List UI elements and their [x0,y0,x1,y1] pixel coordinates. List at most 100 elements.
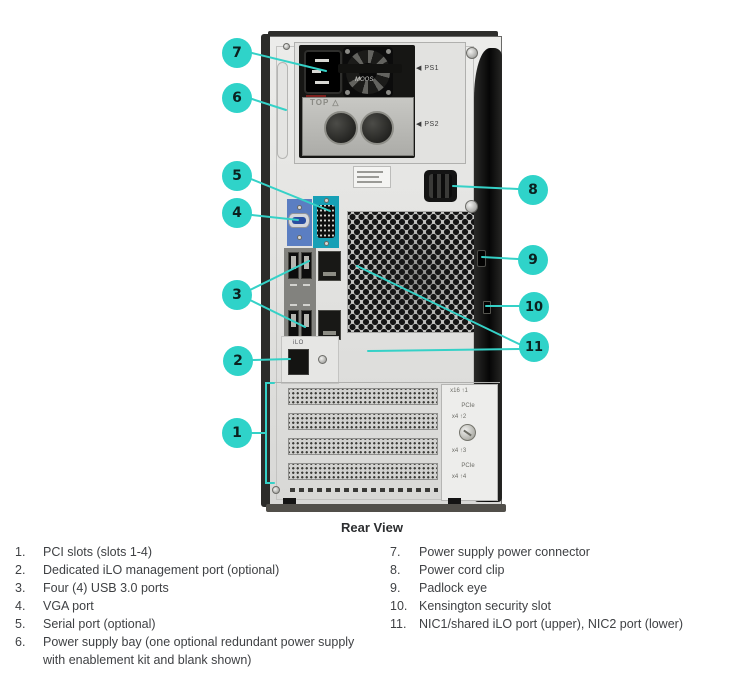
legend-item-10: 10. Kensington security slot [372,597,744,615]
chassis-foot [283,498,296,504]
pci-slot-cover-1 [288,388,438,405]
legend-label: Serial port (optional) [43,617,156,631]
legend-number: 3. [15,581,26,595]
legend-number: 5. [15,617,26,631]
legend-number: 1. [15,545,26,559]
usb-tongue [291,256,296,269]
chassis-base [266,504,506,512]
panel-screw [318,355,327,364]
usb-marking [290,304,297,306]
blank-cover-hole [324,111,358,145]
pcie-slot3-label: x4 ↑3 [451,448,467,454]
legend-item-3: 3. Four (4) USB 3.0 ports [0,579,372,597]
legend-number: 10. [390,599,408,613]
usb-marking [303,304,310,306]
legend-number: 7. [390,545,401,559]
serial-screw [324,198,329,203]
serial-number-sticker [353,166,391,188]
chassis-top-edge [268,31,498,39]
pci-slot-cover-2 [288,413,438,430]
sticker-line [357,171,383,173]
leader-lines [249,52,520,484]
chassis-screw [466,47,478,59]
callout-11: 11 [519,332,549,362]
legend-item-5: 5. Serial port (optional) [0,615,372,633]
legend-number: 8. [390,563,401,577]
ilo-management-port [288,349,309,375]
legend-number: 9. [390,581,401,595]
ac-pin-top [315,59,329,62]
serial-connector [317,205,335,238]
kensington-slot [483,301,491,314]
pcie-label: PCIe [461,403,475,409]
ilo-panel: iLO [281,336,339,384]
rj45-pins [323,331,336,335]
serial-screw [324,241,329,246]
nic1-port [318,251,341,281]
power-cord-clip [424,170,457,202]
pcie-slot1-label: x16 ↑1 [450,388,468,394]
legend-label: Power supply power connector [419,545,590,559]
callout-1: 1 [222,418,252,448]
legend-right-column: 7. Power supply power connector 8. Power… [372,543,744,633]
legend-item-11: 11. NIC1/shared iLO port (upper), NIC2 p… [372,615,744,633]
fan-screw [386,90,391,95]
chassis-screw [283,43,290,50]
pci-area-divider [274,382,500,383]
chassis-foot [448,498,461,504]
callout-6: 6 [222,83,252,113]
pci-thumbscrew [459,424,476,441]
sticker-line [357,176,379,178]
vga-connector [288,213,310,228]
legend-label: Kensington security slot [419,599,552,613]
power-connector-c14 [304,50,342,94]
callout-9: 9 [518,245,548,275]
legend-left-column: 1. PCI slots (slots 1-4) 2. Dedicated iL… [0,543,372,669]
vga-screw [297,205,302,210]
legend-number: 4. [15,599,26,613]
chassis-screw [272,486,280,494]
ac-pin-bottom [315,81,329,84]
chassis-left-edge [261,34,270,507]
callout-3: 3 [222,280,252,310]
legend-label: Four (4) USB 3.0 ports [43,581,169,595]
legend-label: Power cord clip [419,563,505,577]
usb-marking [303,284,310,286]
legend-item-1: 1. PCI slots (slots 1-4) [0,543,372,561]
cord-clip-ribs [429,174,452,198]
pci-bottom-vents [290,488,438,492]
callout-8: 8 [518,175,548,205]
fan-screw [345,90,350,95]
legend-item-4: 4. VGA port [0,597,372,615]
diagram-title: Rear View [341,520,403,535]
ilo-label: iLO [293,340,304,346]
fan-label: MOOS [355,77,374,83]
legend-number: 11. [390,617,407,631]
callout-7: 7 [222,38,252,68]
legend-item-7: 7. Power supply power connector [372,543,744,561]
panel-groove [277,62,288,159]
legend-label: Power supply bay (one optional redundant… [43,635,355,667]
psu-blank-cover [302,97,414,156]
sticker-line [357,181,382,183]
usb-marking [290,284,297,286]
legend-item-2: 2. Dedicated iLO management port (option… [0,561,372,579]
padlock-eye [477,250,486,267]
legend-item-9: 9. Padlock eye [372,579,744,597]
top-stamp-label: TOP △ [310,98,340,107]
legend-number: 2. [15,563,26,577]
vga-port-panel [287,199,312,246]
legend-number: 6. [15,635,26,649]
callout-10: 10 [519,292,549,322]
pci-slot-cover-4 [288,463,438,480]
legend-label: Dedicated iLO management port (optional) [43,563,280,577]
pcie-slot4-label: x4 ↑4 [451,474,467,480]
fan-screw [386,49,391,54]
usb-tongue [304,314,309,327]
vga-connector-inner [292,217,306,224]
callout-4: 4 [222,198,252,228]
serial-port-panel [313,196,339,248]
rj45-pins [323,272,336,276]
vga-screw [297,235,302,240]
